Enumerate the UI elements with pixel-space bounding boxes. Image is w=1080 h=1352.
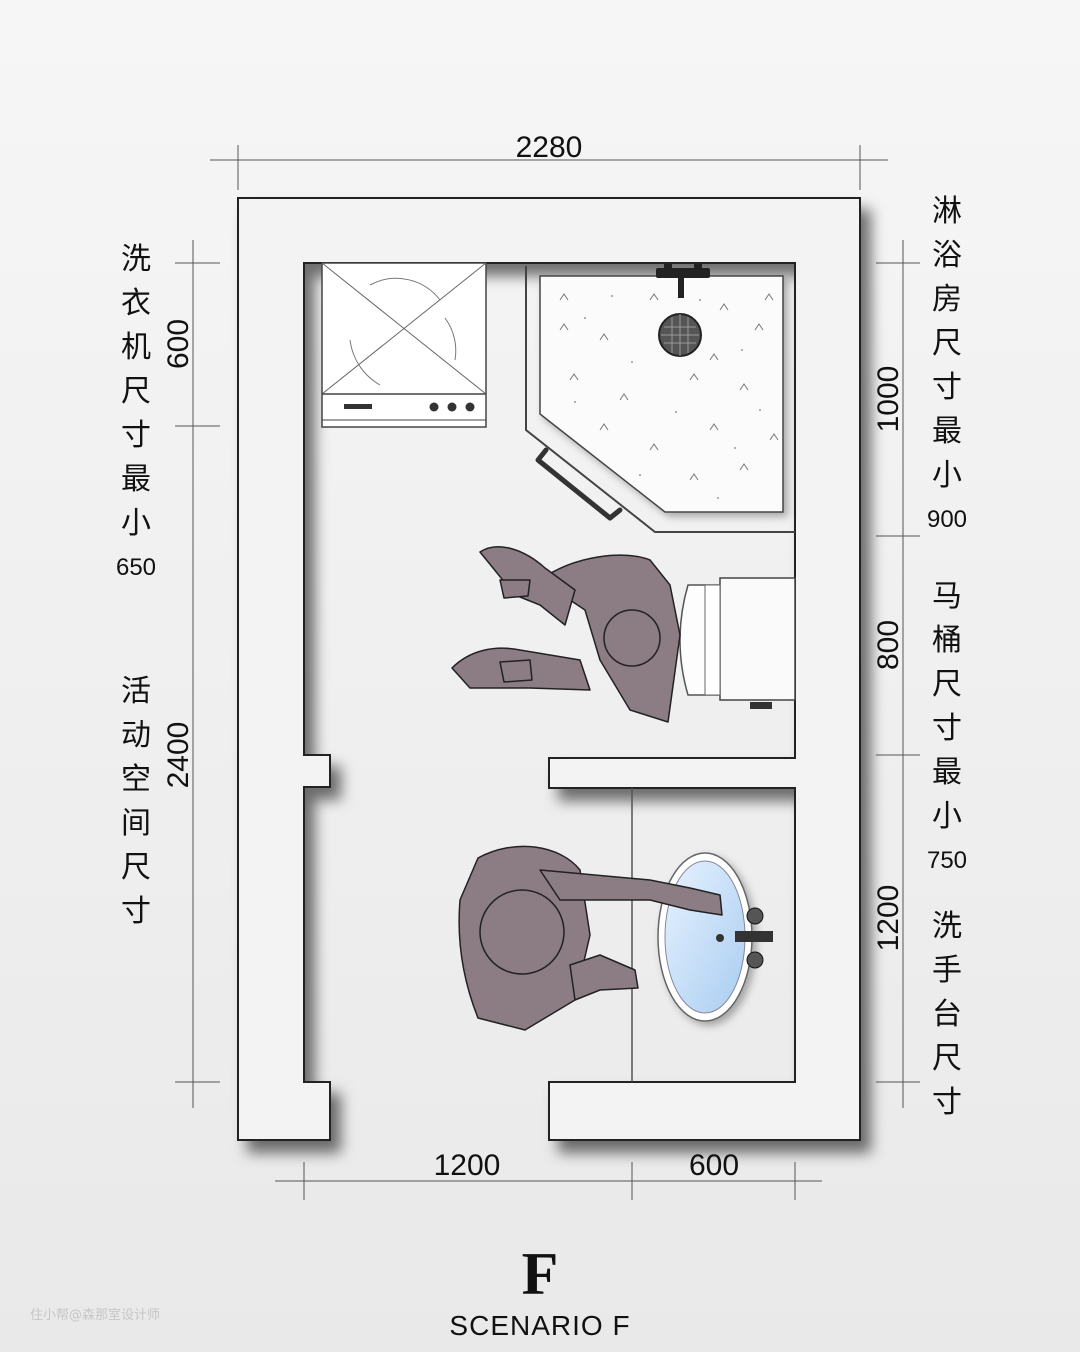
shower-valve: [656, 263, 710, 298]
washer-label: 洗 衣 机 尺 寸 最 小 650: [115, 242, 157, 581]
dim-toilet: 800: [872, 620, 905, 670]
outer-walls: [237, 197, 861, 1141]
dim-total-height: 2400: [162, 722, 195, 789]
dim-top-width: 2280: [516, 131, 583, 164]
basin-label: 洗 手 台 尺 寸: [932, 909, 962, 1120]
shower-enclosure: [525, 263, 795, 533]
watermark: 住小帮@森那室设计师: [30, 1308, 161, 1323]
seated-person: [451, 546, 681, 723]
dim-bottom-right: 600: [689, 1149, 739, 1182]
vanity: [631, 788, 773, 1082]
activity-space-label: 活 动 空 间 尺 寸: [121, 674, 151, 929]
dimension-lines: [175, 145, 920, 1200]
shower-label: 淋 浴 房 尺 寸 最 小 900: [926, 194, 968, 533]
washing-machine: [321, 262, 487, 428]
dim-basin: 1200: [872, 885, 905, 952]
scenario-letter: F: [521, 1241, 559, 1307]
toilet: [679, 577, 796, 709]
dim-bottom-left: 1200: [434, 1149, 501, 1182]
toilet-label: 马 桶 尺 寸 最 小 750: [926, 579, 968, 874]
grab-bar: [535, 447, 623, 521]
scenario-title: SCENARIO F: [449, 1310, 631, 1341]
dim-shower: 1000: [872, 366, 905, 433]
shower-dots: [574, 295, 761, 499]
shower-texture: [559, 293, 779, 481]
dimension-numbers: 2280 600 2400 1000 800 1200 1200 600: [162, 131, 905, 1182]
dim-washer-depth: 600: [162, 319, 195, 369]
standing-person: [458, 845, 723, 1031]
